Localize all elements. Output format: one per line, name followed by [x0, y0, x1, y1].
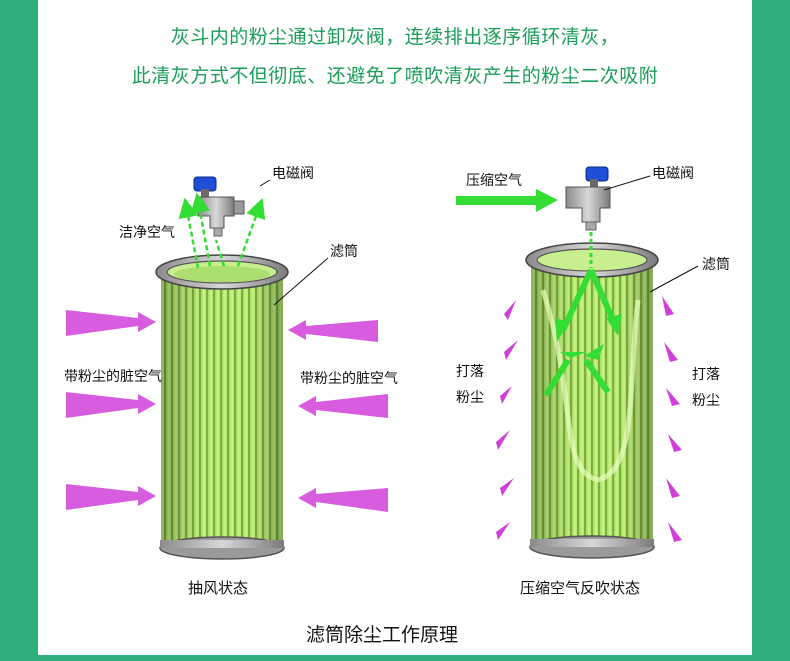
dirty-air-label-right: 带粉尘的脏空气: [300, 371, 398, 387]
dirty-air-arrows-left: [66, 310, 156, 510]
dirty-air-label-left: 带粉尘的脏空气: [64, 369, 162, 385]
left-valve-label: 电磁阀: [272, 166, 314, 182]
clean-air-arrows: [178, 192, 266, 269]
compressed-air-arrow: [456, 189, 558, 212]
right-solenoid-valve-icon: [565, 166, 611, 231]
headline-line-2: 此清灰方式不但彻底、还避免了喷吹清灰产生的粉尘二次吸附: [131, 65, 659, 87]
dirty-air-arrows-right: [288, 320, 388, 512]
left-solenoid-valve-icon: [193, 176, 245, 237]
dust-label-right-1: 打落: [692, 367, 720, 383]
dust-label-left-2: 粉尘: [456, 390, 484, 406]
left-state-label: 抽风状态: [188, 579, 249, 597]
dust-label-right-2: 粉尘: [692, 393, 720, 409]
blowback-arrows: [543, 232, 616, 397]
dust-particles-right: [662, 296, 682, 542]
right-state-label: 压缩空气反吹状态: [520, 579, 641, 597]
right-valve-label: 电磁阀: [652, 166, 694, 182]
left-filter-label: 滤筒: [330, 244, 358, 260]
filter-diagram-art: [66, 166, 699, 560]
right-filter-label: 滤筒: [702, 257, 730, 273]
diagram-panel: 灰斗内的粉尘通过卸灰阀，连续排出逐序循环清灰， 此清灰方式不但彻底、还避免了喷吹…: [38, 0, 752, 655]
dust-particles-left: [496, 300, 518, 540]
left-filter-cartridge: [155, 254, 289, 560]
clean-air-label: 洁净空气: [119, 225, 175, 241]
headline-line-1: 灰斗内的粉尘通过卸灰阀，连续排出逐序循环清灰，: [170, 26, 620, 48]
compressed-air-label: 压缩空气: [466, 173, 522, 189]
dust-label-left-1: 打落: [456, 364, 484, 380]
right-filter-cartridge: [525, 242, 659, 559]
diagram-caption: 滤筒除尘工作原理: [306, 624, 459, 646]
